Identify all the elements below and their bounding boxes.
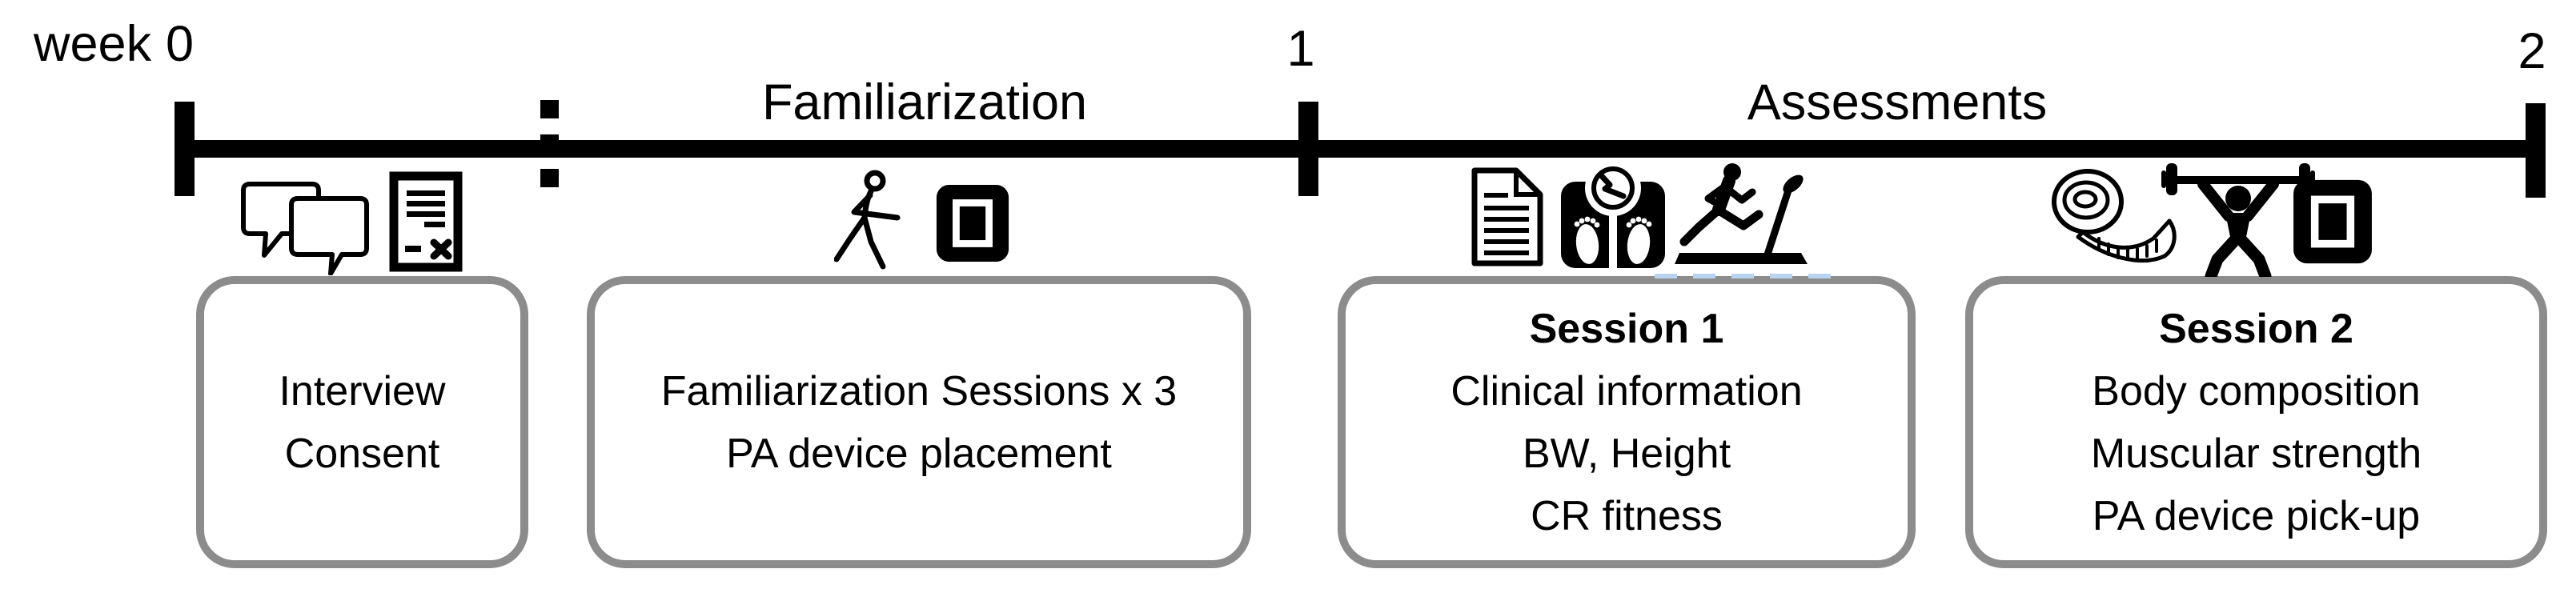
week-0-tick — [175, 102, 195, 196]
treadmill-runner-icon — [1675, 160, 1811, 270]
phase-line: PA device placement — [726, 430, 1112, 477]
session-2-title: Session 2 — [2159, 305, 2353, 352]
week-2-tick — [2526, 103, 2546, 198]
segment-label-assessments: Assessments — [1747, 74, 2048, 130]
interview-consent-box: Interview Consent — [196, 276, 528, 568]
familiarization-box: Familiarization Sessions x 3 PA device p… — [587, 276, 1251, 568]
measuring-tape-icon — [2051, 163, 2181, 266]
chat-bubbles-icon — [235, 178, 373, 275]
week-1-tick — [1298, 102, 1318, 196]
phase-line: Body composition — [2092, 367, 2421, 415]
pa-device-icon — [935, 184, 1010, 262]
phase-line: CR fitness — [1531, 492, 1723, 539]
phase-line: Familiarization Sessions x 3 — [660, 367, 1178, 415]
timeline-bar — [175, 140, 2546, 158]
phase-line: Clinical information — [1451, 367, 1803, 415]
dash-segment — [540, 100, 559, 118]
phase-line: PA device pick-up — [2092, 492, 2421, 539]
week-axis-label: week — [34, 16, 152, 72]
session-1-box: Session 1 Clinical information BW, Heigh… — [1338, 276, 1916, 568]
walking-person-icon — [834, 170, 902, 270]
week-1-label: 1 — [1286, 21, 1315, 77]
phase-line: BW, Height — [1522, 430, 1731, 477]
clinical-document-icon — [1467, 166, 1547, 268]
segment-label-familiarization: Familiarization — [761, 74, 1088, 130]
week-2-label: 2 — [2518, 23, 2546, 79]
weight-scale-icon — [1559, 158, 1667, 270]
pa-device-icon — [2293, 178, 2373, 266]
week-0-label: 0 — [166, 16, 195, 72]
dash-segment — [540, 134, 559, 153]
consent-document-icon — [389, 171, 463, 272]
phase-line: Muscular strength — [2090, 430, 2422, 477]
phase-line: Interview — [279, 367, 446, 415]
phase-line: Consent — [284, 430, 440, 477]
phase-divider-dashed-tick — [540, 100, 559, 187]
session-2-box: Session 2 Body composition Muscular stre… — [1965, 276, 2547, 568]
dash-segment — [540, 169, 559, 187]
session-1-title: Session 1 — [1529, 305, 1724, 352]
weight-lifter-icon — [2161, 157, 2315, 277]
artifact-blue-dashes — [1655, 274, 1837, 278]
